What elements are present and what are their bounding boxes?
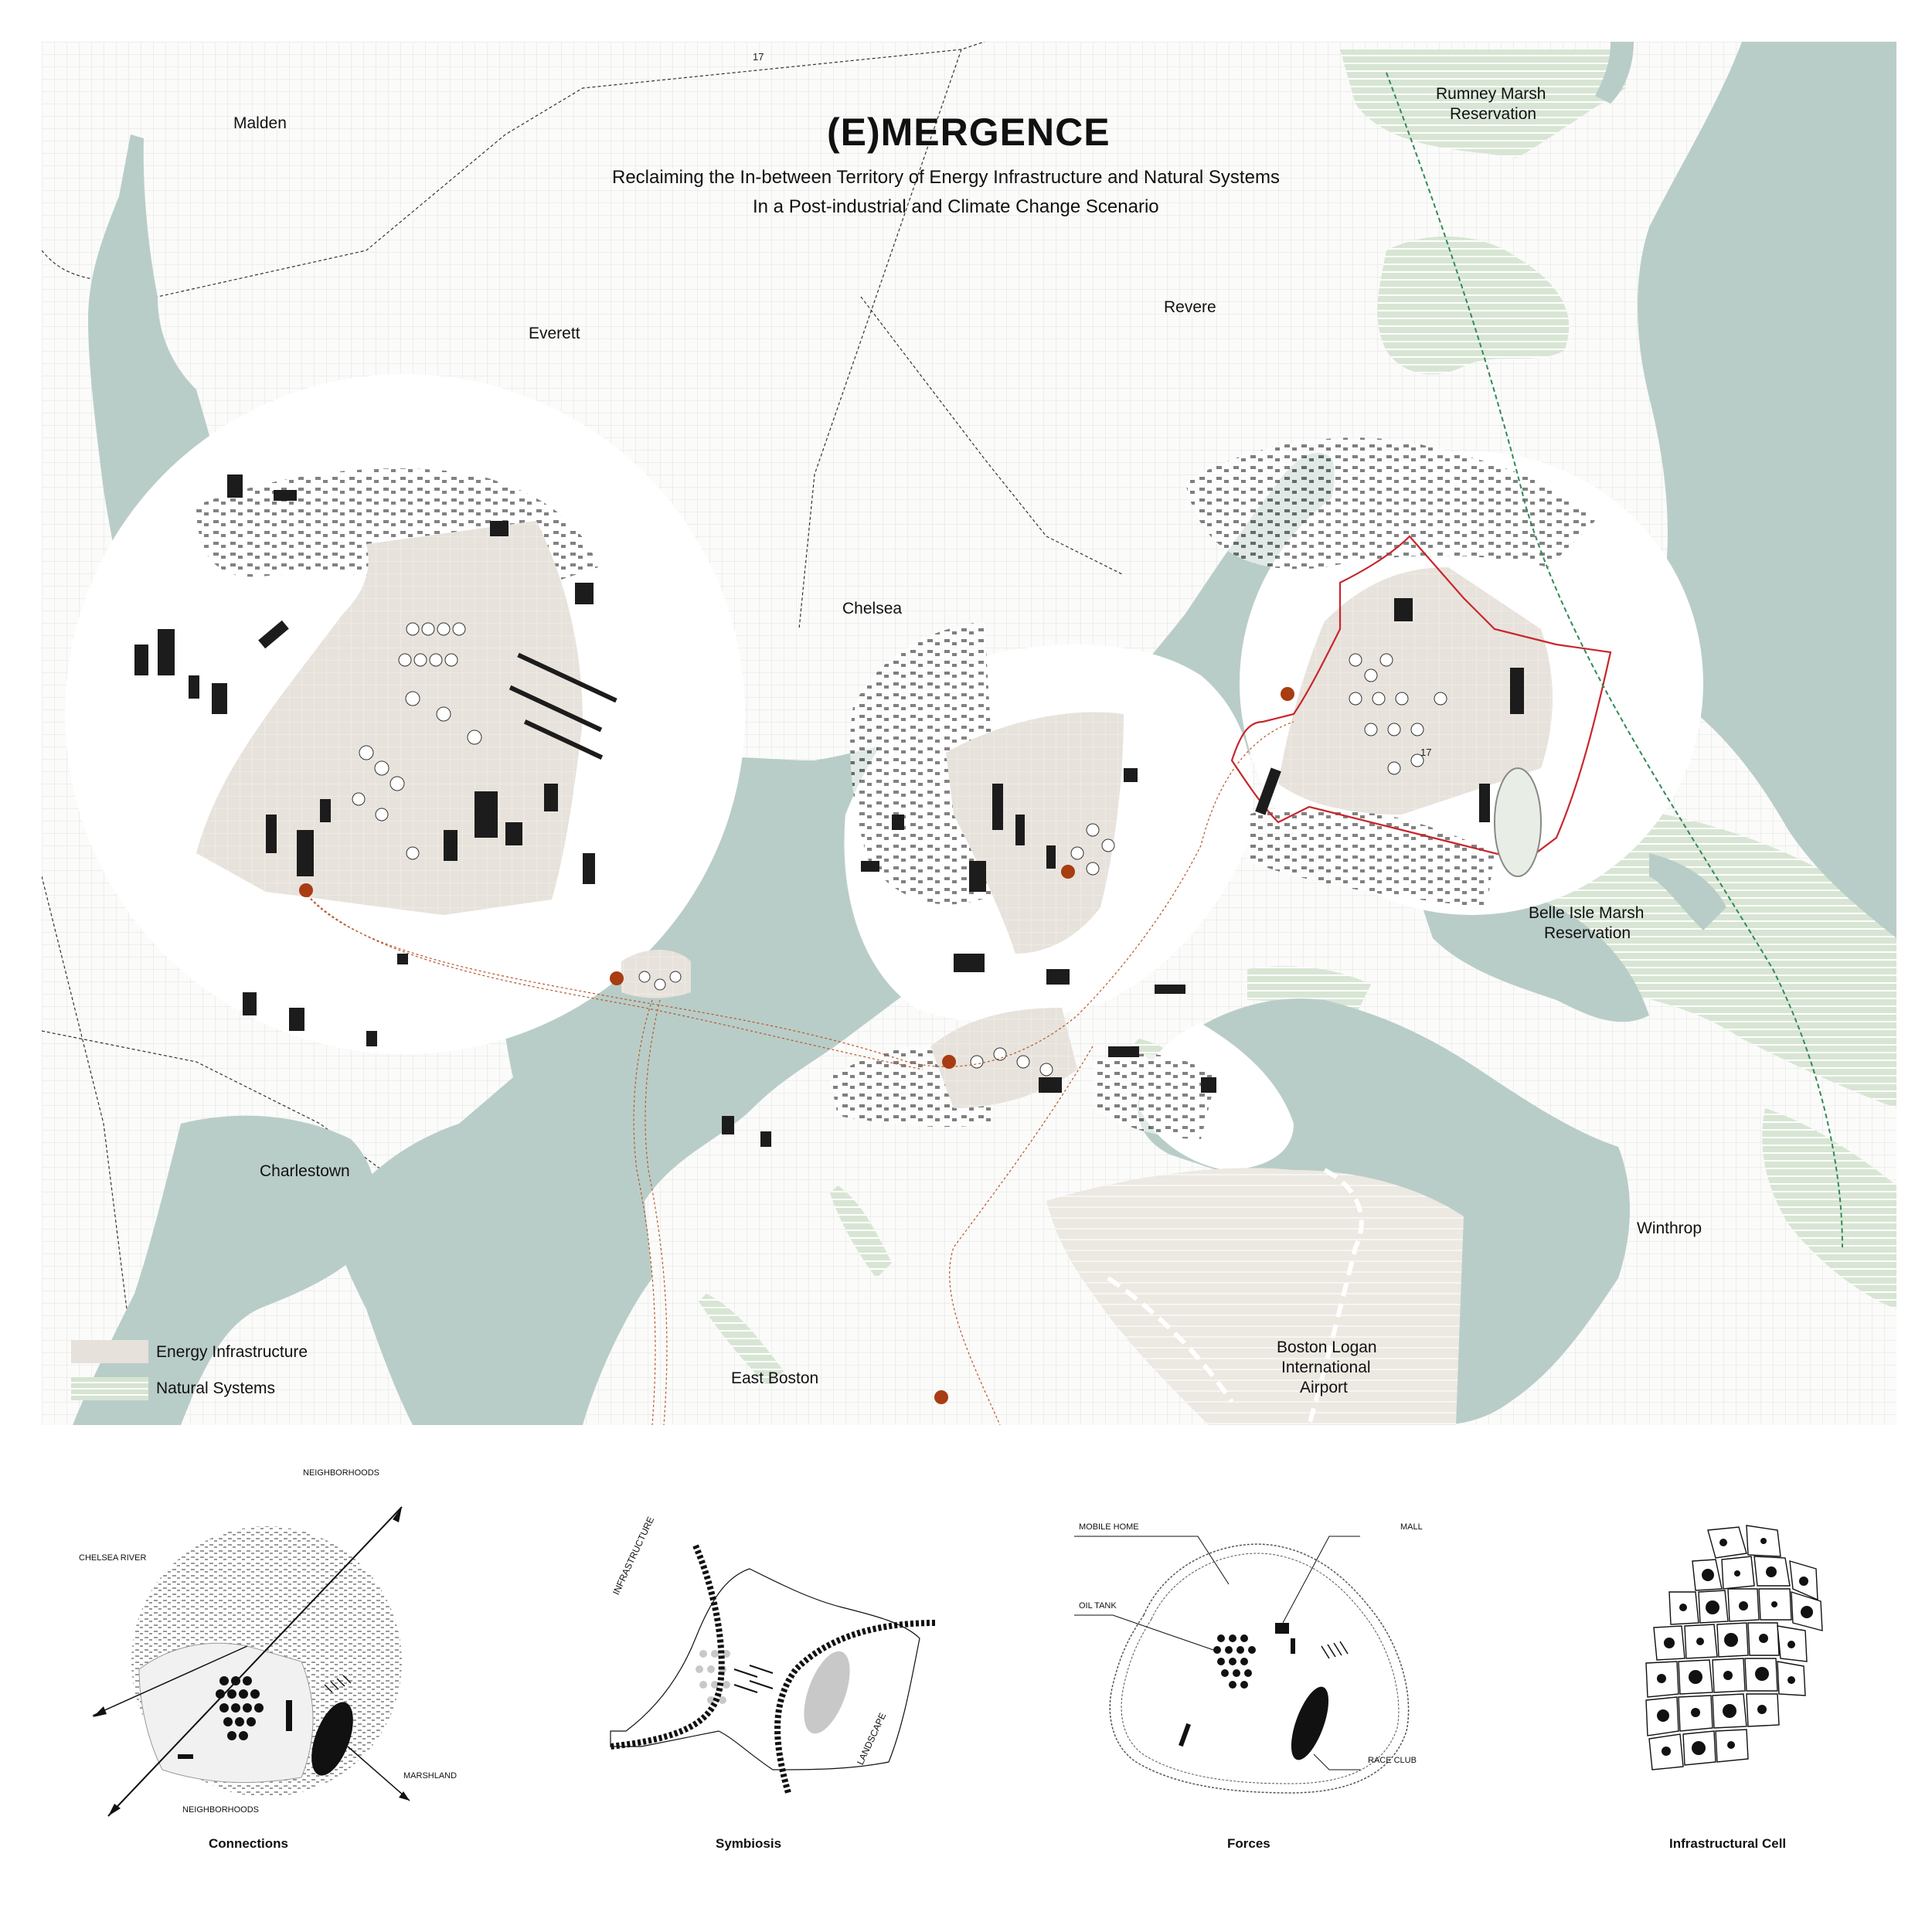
cell-svg: [1645, 1525, 1823, 1770]
oil-tanks: [352, 622, 1447, 1077]
forces-outer-ring: [1109, 1543, 1410, 1794]
connections-hatches: [324, 1675, 352, 1693]
symbiosis-infrastructure-band: [610, 1544, 725, 1750]
cell-polygons: [1645, 1525, 1823, 1770]
subtitle-line-1: Reclaiming the In-between Territory of E…: [612, 167, 1280, 188]
label-winthrop: Winthrop: [1637, 1219, 1702, 1237]
forces-label-mobile-home: MOBILE HOME: [1079, 1522, 1139, 1532]
forces-label-mall: MALL: [1400, 1522, 1423, 1532]
diagram-forces: MOBILE HOME MALL OIL TANK RACE CLUB: [1074, 1522, 1437, 1801]
caption-forces: Forces: [1227, 1836, 1270, 1851]
conn-label-chelsea-river: CHELSEA RIVER: [79, 1553, 147, 1563]
forces-hatches: [1321, 1641, 1349, 1659]
label-logan-3: Airport: [1300, 1379, 1348, 1396]
forces-leaders: [1074, 1536, 1360, 1770]
label-everett: Everett: [529, 325, 580, 342]
chelsea-tank-farm: [946, 712, 1124, 954]
buildings: [134, 474, 1527, 1147]
conn-label-neighborhoods-bottom: NEIGHBORHOODS: [182, 1805, 260, 1815]
conn-label-marshland: MARSHLAND: [403, 1771, 457, 1781]
caption-connections: Connections: [209, 1836, 288, 1851]
connections-svg: [92, 1506, 410, 1817]
mystic-tanks: [621, 950, 691, 998]
label-logan-1: Boston Logan: [1277, 1338, 1377, 1356]
label-belle-1: Belle Isle Marsh: [1529, 904, 1645, 922]
page-title: (E)MERGENCE: [827, 111, 1111, 154]
caption-infrastructural-cell: Infrastructural Cell: [1669, 1836, 1787, 1851]
race-track: [1494, 767, 1542, 877]
forces-label-oil-tank: OIL TANK: [1079, 1601, 1117, 1611]
label-logan-2: International: [1281, 1359, 1371, 1376]
revere-tank-farm: [1278, 567, 1553, 815]
map-canvas: 17 17: [42, 42, 1896, 1425]
connections-racetrack: [311, 1702, 353, 1776]
legend-swatch-natural: [71, 1377, 148, 1400]
legend-energy-label: Energy Infrastructure: [156, 1343, 308, 1361]
legend-natural-label: Natural Systems: [156, 1379, 276, 1397]
label-charlestown: Charlestown: [260, 1162, 350, 1180]
cell-tanks: [1657, 1538, 1813, 1756]
forces-label-race-club: RACE CLUB: [1368, 1756, 1417, 1765]
pipelines: [304, 721, 1294, 1425]
node-points: [299, 687, 1294, 1404]
logan-airport: [1046, 1168, 1464, 1425]
label-belle-2: Reservation: [1544, 924, 1631, 942]
forces-racetrack: [1291, 1686, 1329, 1760]
diagram-symbiosis: INFRASTRUCTURE LANDSCAPE: [595, 1515, 951, 1801]
connections-tanks: [216, 1676, 264, 1740]
label-rumney-2: Reservation: [1450, 105, 1537, 123]
label-rumney-1: Rumney Marsh: [1436, 85, 1546, 103]
label-malden: Malden: [233, 114, 287, 132]
label-east-boston: East Boston: [731, 1369, 819, 1387]
diagram-infrastructural-cell: [1623, 1515, 1839, 1793]
arrow-neighborhoods-axis: [107, 1506, 403, 1817]
diagram-connections: NEIGHBORHOODS CHELSEA RIVER MARSHLAND NE…: [70, 1468, 471, 1839]
symbiosis-svg: [610, 1544, 936, 1794]
rail-line: [1386, 72, 1843, 1248]
route-17-top: 17: [753, 51, 764, 63]
label-revere: Revere: [1164, 298, 1216, 316]
symbiosis-arrows: [733, 1665, 774, 1693]
caption-symbiosis: Symbiosis: [716, 1836, 782, 1851]
symbiosis-landscape-band: [774, 1620, 936, 1794]
project-site-outline: [1230, 535, 1612, 862]
label-chelsea: Chelsea: [842, 600, 903, 617]
conn-label-neighborhoods-top: NEIGHBORHOODS: [303, 1468, 380, 1478]
subtitle-line-2: In a Post-industrial and Climate Change …: [753, 196, 1159, 217]
symbiosis-racetrack: [804, 1651, 850, 1734]
forces-tanks: [1213, 1634, 1256, 1689]
forces-svg: [1074, 1536, 1410, 1794]
site-map: 17 17 (E)MERGENCE Reclaiming the In-betw…: [42, 42, 1896, 1425]
route-17-site: 17: [1420, 747, 1431, 758]
arrow-to-chelsea-river: [92, 1645, 248, 1716]
legend-swatch-energy: [71, 1340, 148, 1363]
arrow-marshland: [347, 1746, 410, 1801]
